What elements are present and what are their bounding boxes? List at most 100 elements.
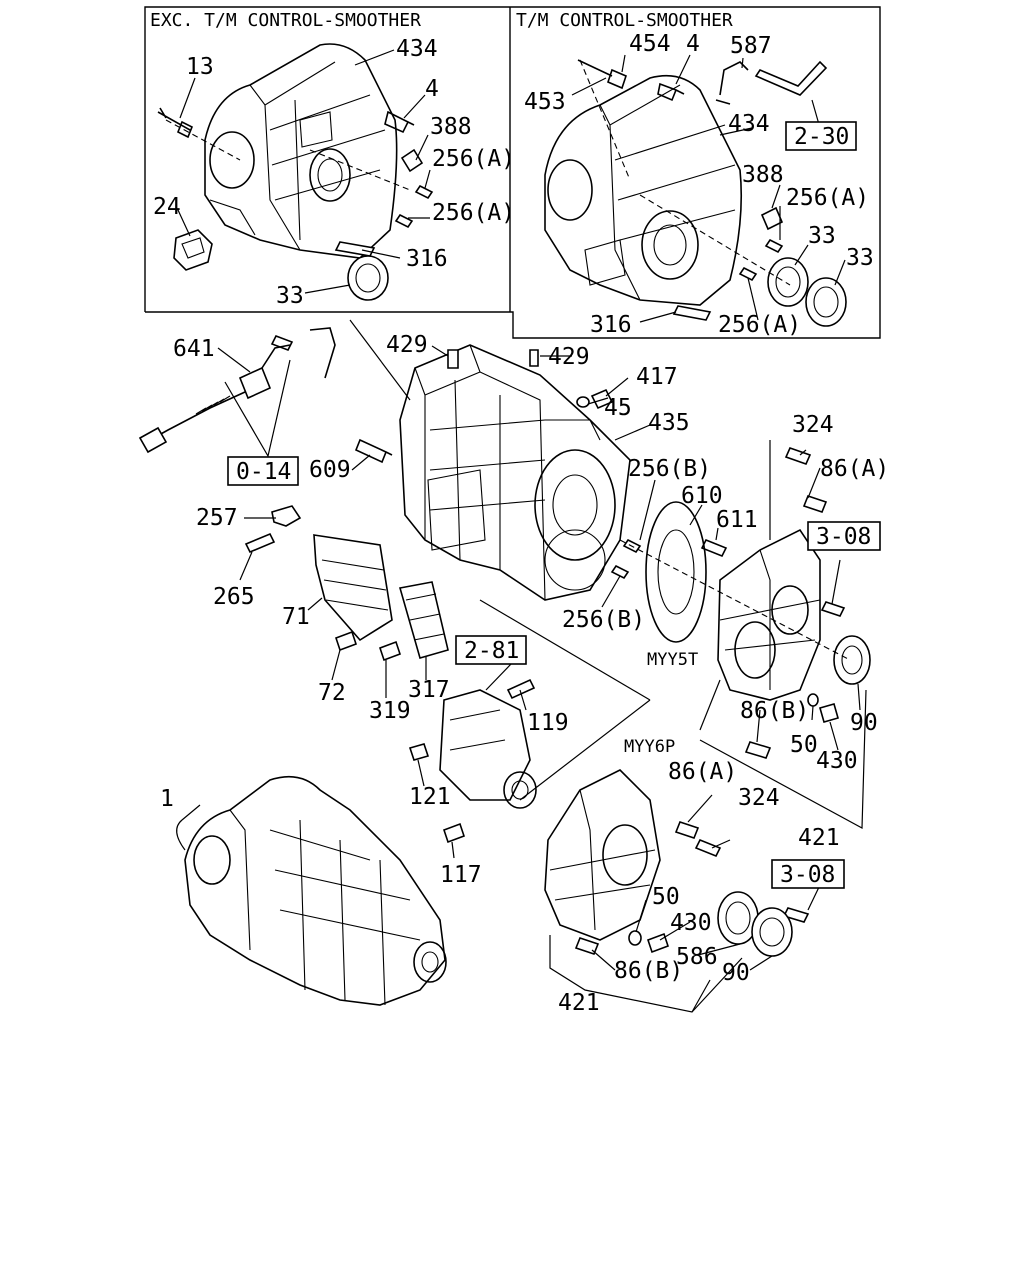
callout-45: 45	[604, 395, 632, 421]
bushing-388-right	[760, 206, 784, 231]
callout-24: 24	[153, 194, 181, 220]
model-label-myy6p: MYY6P	[624, 737, 675, 757]
callout-586: 586	[676, 944, 718, 970]
callout-316: 316	[590, 312, 632, 338]
callout-417: 417	[636, 364, 678, 390]
leader-lines	[176, 49, 867, 1013]
callout-324: 324	[738, 785, 780, 811]
gasket-610	[645, 501, 707, 643]
bolt-86a-b	[674, 821, 700, 839]
pins-429	[447, 349, 539, 369]
ref-box-2-81: 2-81	[455, 635, 527, 665]
callout-4: 4	[425, 76, 439, 102]
oil-seal-33-left	[347, 255, 389, 301]
callout-257: 257	[196, 505, 238, 531]
sensor-24	[173, 229, 213, 271]
callout-13: 13	[186, 54, 214, 80]
ref-box-0-14: 0-14	[227, 456, 299, 486]
dashed-axis-left	[165, 119, 411, 191]
clutch-housing-right	[544, 74, 743, 306]
ref-3-08-a-label: 3-08	[816, 524, 871, 550]
oring-50-b	[628, 930, 642, 946]
transmission-case-435	[399, 344, 631, 601]
callout-86b: 86(B)	[740, 698, 809, 724]
bolt-86b-a	[744, 741, 772, 759]
plug-430-a	[819, 703, 839, 723]
dashed-axis-right	[579, 59, 791, 286]
callout-4: 4	[686, 31, 700, 57]
callout-429: 429	[386, 332, 428, 358]
bolt-13	[157, 107, 194, 139]
callout-454: 454	[629, 31, 671, 57]
bolt-453	[577, 59, 627, 90]
callout-319: 319	[369, 698, 411, 724]
model-label-myy5t: MYY5T	[647, 650, 698, 670]
bolt-4-left	[384, 110, 415, 134]
callout-33: 33	[276, 283, 304, 309]
callout-90: 90	[722, 960, 750, 986]
callout-71: 71	[282, 604, 310, 630]
section-title-control-smoother: T/M CONTROL-SMOOTHER	[516, 10, 733, 31]
callout-119: 119	[527, 710, 569, 736]
callout-453: 453	[524, 89, 566, 115]
clutch-housing-left	[204, 43, 398, 259]
callout-324: 324	[792, 412, 834, 438]
bushing-388-left	[400, 148, 424, 173]
stud-308a	[820, 601, 846, 617]
rear-case-myy6p	[544, 769, 661, 941]
callout-86a: 86(A)	[820, 456, 889, 482]
callout-641: 641	[173, 336, 215, 362]
callout-90: 90	[850, 710, 878, 736]
callout-429: 429	[548, 344, 590, 370]
seal-90-b	[751, 907, 793, 957]
callout-421: 421	[798, 825, 840, 851]
pipe-587	[715, 61, 749, 105]
rear-case-myy5t	[717, 528, 821, 701]
cover-71	[313, 534, 393, 642]
callout-33: 33	[808, 223, 836, 249]
callout-265: 265	[213, 584, 255, 610]
callout-434: 434	[728, 111, 770, 137]
stud-119	[506, 678, 536, 700]
callout-50: 50	[652, 884, 680, 910]
callout-388: 388	[430, 114, 472, 140]
callout-317: 317	[408, 677, 450, 703]
plug-430-b	[646, 932, 670, 954]
callout-609: 609	[309, 457, 351, 483]
oil-seals-33-right	[767, 257, 847, 327]
callout-256a: 256(A)	[432, 200, 515, 226]
callout-256b: 256(B)	[628, 456, 711, 482]
callout-316: 316	[406, 246, 448, 272]
callout-435: 435	[648, 410, 690, 436]
callout-86b: 86(B)	[614, 958, 683, 984]
callout-388: 388	[742, 162, 784, 188]
callout-121: 121	[409, 784, 451, 810]
ref-3-08-b-label: 3-08	[780, 862, 835, 888]
section-title-exc-control-smoother: EXC. T/M CONTROL-SMOOTHER	[150, 10, 421, 31]
callout-50: 50	[790, 732, 818, 758]
callout-421: 421	[558, 990, 600, 1016]
inset-frames	[144, 6, 881, 339]
bolt-611	[700, 538, 728, 558]
bolts-72-319	[334, 630, 402, 662]
bolt-324-a	[784, 447, 812, 465]
ref-box-3-08-a: 3-08	[807, 521, 881, 551]
nut-121	[408, 743, 430, 761]
callout-434: 434	[396, 36, 438, 62]
dowel-pins-right	[738, 238, 784, 282]
bolt-4-right	[657, 82, 685, 102]
callout-33: 33	[846, 245, 874, 271]
bolt-86b-b	[574, 937, 600, 955]
seal-90-a	[833, 635, 871, 685]
callouts: 434 13 4 388 256(A) 24 256(A) 316 33 454…	[153, 31, 889, 1016]
dowel-pins-left	[394, 184, 434, 229]
clip-257	[271, 505, 302, 527]
plate-316-right	[672, 305, 712, 321]
dowels-256b	[610, 538, 642, 580]
bolt-609	[354, 438, 393, 464]
ref-2-81-label: 2-81	[464, 638, 519, 664]
callout-587: 587	[730, 33, 772, 59]
bolt-117	[442, 822, 466, 844]
bolt-86a-a	[802, 495, 828, 513]
callout-611: 611	[716, 507, 758, 533]
